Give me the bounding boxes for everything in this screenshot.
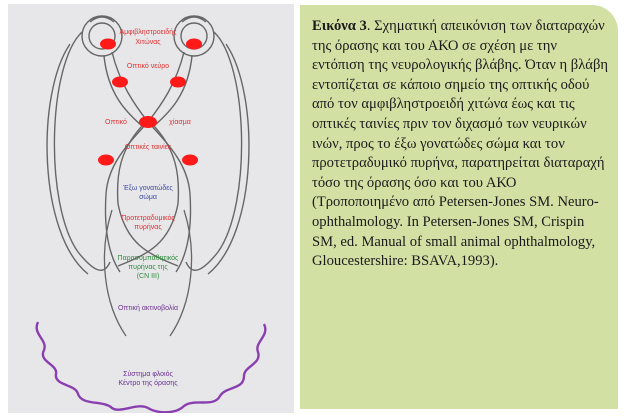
label-parasymp-2: πυρήνας της xyxy=(128,264,168,271)
figure-caption: Εικόνα 3. Σχηματική απεικόνιση των διατα… xyxy=(312,17,612,272)
label-pretectal-1: Προτετραδυμικός xyxy=(121,214,175,222)
label-retina-2: Χιτώνας xyxy=(135,38,161,46)
label-lgn-1: Έξω γονατώδες xyxy=(122,184,173,192)
label-chiasm-left: Οπτικό xyxy=(105,118,127,126)
label-optic-nerve: Οπτικό νεύρο xyxy=(127,62,169,70)
label-lgn-2: σώμα xyxy=(139,193,157,201)
caption-label: Εικόνα 3 xyxy=(312,18,367,34)
optic-tracts xyxy=(104,121,192,273)
figure-panel: Αμφιβληστροειδής Χιτώνας Οπτικό νεύρο Οπ… xyxy=(8,4,294,413)
visual-pathway-diagram: Αμφιβληστροειδής Χιτώνας Οπτικό νεύρο Οπ… xyxy=(35,15,267,413)
label-cortex-1: Σύστημα φλοιός xyxy=(123,370,173,378)
label-chiasm-right: χίασμα xyxy=(169,118,191,126)
optic-radiation xyxy=(103,209,193,337)
visual-cortex-outline xyxy=(35,321,267,413)
label-retina-1: Αμφιβληστροειδής xyxy=(119,29,177,36)
label-parasymp-1: Παρασυμπαθητικός xyxy=(118,254,180,262)
right-eye xyxy=(173,15,215,57)
lesion-markers xyxy=(98,38,202,166)
caption-body: . Σχηματική απεικόνιση των διαταραχών τη… xyxy=(312,18,609,270)
label-parasymp-3: (CN III) xyxy=(137,273,160,280)
caption-box: Εικόνα 3. Σχηματική απεικόνιση των διατα… xyxy=(300,5,618,409)
label-pretectal-2: πυρήνας xyxy=(134,224,162,231)
left-eye xyxy=(81,15,123,57)
label-optic-tract: Οπτικές ταινίες xyxy=(125,143,172,151)
label-cortex-2: Κέντρο της όρασης xyxy=(118,379,178,387)
label-radiation: Οπτική ακτινοβολία xyxy=(118,304,178,312)
outer-pathways xyxy=(46,31,250,275)
